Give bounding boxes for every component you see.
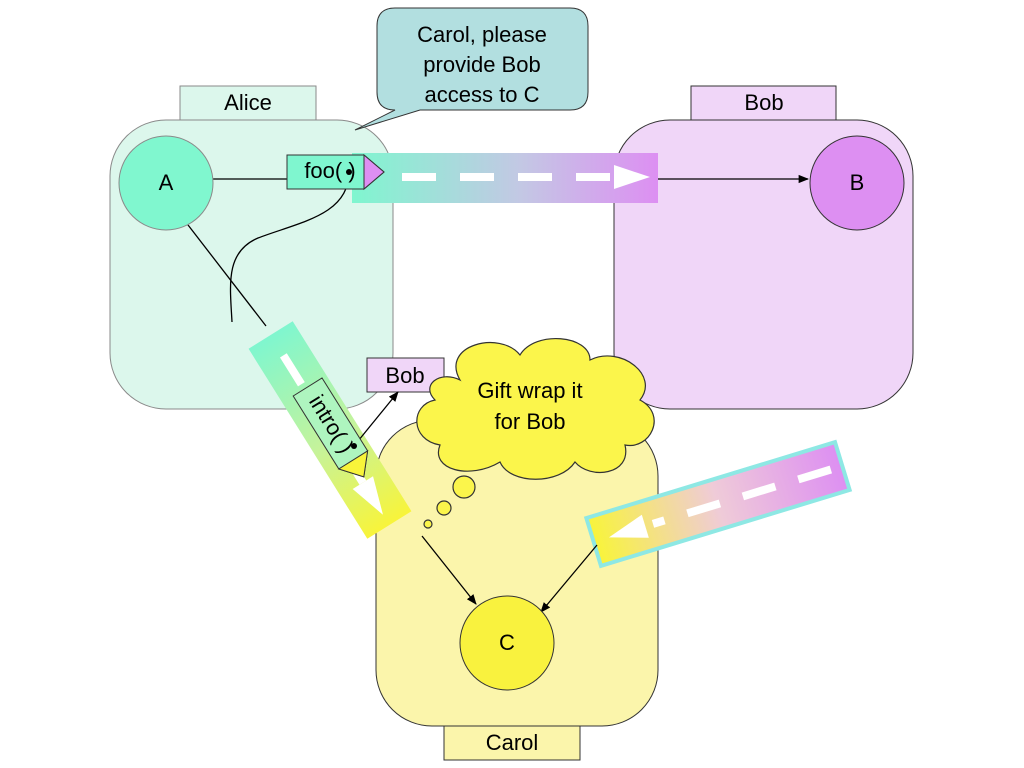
intro-arg-dot [351, 443, 357, 449]
alice-domain-label: Alice [224, 90, 272, 115]
thought-dot-large [452, 475, 476, 499]
object-a: A [118, 135, 214, 231]
alice-domain-tab [179, 85, 317, 121]
thought-bubble-line-2: for Bob [495, 409, 566, 434]
thought-dot-small [423, 519, 433, 529]
return-band-arrowhead [608, 514, 649, 538]
carol-domain-tab [443, 725, 581, 761]
object-b: B [809, 135, 905, 231]
bob-domain: Bob [613, 85, 914, 410]
speech-bubble-line-2: provide Bob [423, 52, 540, 77]
intro-arg-text: Bob [385, 363, 424, 388]
return-message-band [583, 439, 853, 569]
object-b-circle [809, 135, 905, 231]
foo-band-body [352, 153, 658, 203]
foo-message-band [352, 153, 658, 203]
object-b-label: B [850, 170, 865, 195]
carol-domain: Carol [375, 419, 659, 761]
speech-bubble-shape [354, 7, 589, 131]
bob-domain-label: Bob [744, 90, 783, 115]
thought-bubble-cloud [416, 337, 655, 480]
intro-to-c-arrow [421, 535, 477, 605]
foo-arg-curve [229, 171, 350, 323]
speech-bubble-line-3: access to C [425, 82, 540, 107]
thought-bubble-line-1: Gift wrap it [477, 378, 582, 403]
object-c-label: C [499, 630, 515, 655]
foo-message-label: foo( ) [286, 153, 385, 191]
foo-label-tip [363, 153, 385, 191]
intro-band-arrowhead [352, 476, 383, 515]
thought-bubble: Gift wrap it for Bob [416, 337, 655, 529]
foo-band-arrowhead [614, 165, 650, 189]
object-c-circle [459, 595, 555, 691]
intro-arg-arrow [353, 391, 399, 447]
carol-domain-label: Carol [486, 730, 539, 755]
object-a-circle [118, 135, 214, 231]
intro-label-tip [337, 449, 369, 478]
speech-bubble-line-1: Carol, please [417, 22, 547, 47]
speech-bubble: Carol, please provide Bob access to C [354, 7, 589, 131]
return-band-dashes [651, 465, 833, 528]
return-to-c-arrow [540, 544, 598, 613]
alice-domain: Alice [109, 85, 394, 410]
object-a-label: A [159, 170, 174, 195]
a-to-intro-line [177, 211, 267, 327]
object-c: C [459, 595, 555, 691]
intro-arg-label: Bob [366, 357, 445, 393]
bob-domain-tab [690, 85, 837, 121]
thought-dot-medium [436, 500, 452, 516]
foo-arg-dot [346, 169, 352, 175]
